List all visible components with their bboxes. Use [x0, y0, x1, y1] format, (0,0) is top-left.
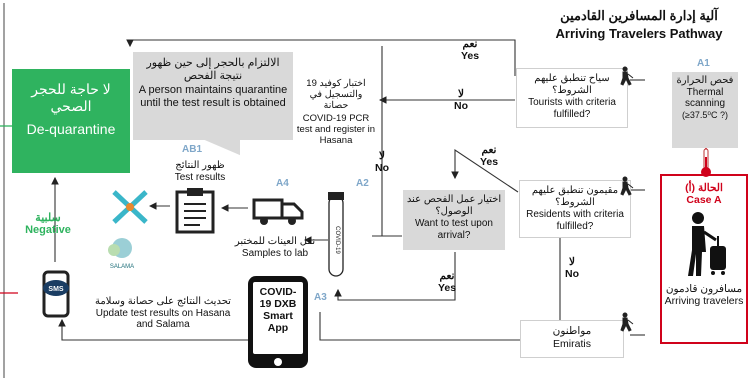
step-a2: A2: [356, 178, 369, 189]
quarantine-arabic: الالتزام بالحجر إلى حين ظهور نتيجة الفحص: [146, 57, 280, 82]
hasana-logo-icon: [112, 190, 148, 224]
case-a-english: Case A: [686, 194, 722, 206]
step-a4: A4: [276, 178, 289, 189]
walking-traveler-icon: [620, 176, 634, 196]
test-on-arrival-arabic: اختيار عمل الفحص عند الوصول؟: [406, 194, 502, 217]
walking-traveler-icon: [620, 66, 634, 86]
emiratis-arabic: مواطنون: [552, 325, 592, 337]
step-a1: A1: [697, 58, 710, 69]
test-tube-icon: COVID-19: [328, 192, 344, 277]
quarantine-callout: الالتزام بالحجر إلى حين ظهور نتيجة الفحص…: [133, 52, 293, 140]
arriving-arabic: مسافرون قادمون: [665, 283, 743, 295]
sms-phone-icon: SMS: [42, 270, 70, 318]
salama-text: SALAMA: [110, 264, 134, 270]
thermal-arabic: فحص الحرارة: [676, 75, 734, 86]
step-a3: A3: [314, 292, 327, 303]
emiratis-english: Emiratis: [553, 338, 591, 350]
thermal-english: Thermal scanning: [684, 86, 726, 110]
tourists-arabic: سياح تنطبق عليهم الشروط؟: [534, 73, 610, 96]
pcr-arabic: اختبار كوفيد 19 والتسجيل في حصانة: [306, 78, 366, 111]
phone-home-button: [274, 358, 282, 366]
tourists-yes-path: [126, 39, 516, 76]
case-a-arabic: الحالة (أ): [685, 182, 723, 194]
clipboard-icon: [175, 188, 215, 234]
title-arabic: آلية إدارة المسافرين القادمين: [560, 8, 718, 23]
thermal-box: فحص الحرارة Thermal scanning (≥37.5⁰C ?): [672, 72, 738, 148]
salama-logo-icon: SALAMA: [108, 238, 134, 270]
walking-traveler-icon: [620, 312, 634, 332]
callout-tail: [200, 138, 240, 156]
traveler-with-luggage-icon: [688, 212, 726, 276]
arriving-english: Arriving travelers: [664, 295, 744, 307]
step-ab1: AB1: [182, 144, 203, 155]
thermal-detail: (≥37.5⁰C ?): [681, 109, 729, 120]
delivery-truck-icon: [252, 198, 304, 225]
residents-box: مقيمون تنطبق عليهم الشروط؟ Residents wit…: [519, 180, 631, 238]
dequarantine-arabic: لا حاجة للحجر الصحي: [31, 81, 111, 114]
pcr-english: COVID-19 PCR test and register in Hasana: [296, 113, 376, 146]
test-tube-label: COVID-19: [334, 226, 340, 254]
pcr-test-box: اختبار كوفيد 19 والتسجيل في حصانة COVID-…: [296, 78, 376, 178]
test-on-arrival-english: Want to test upon arrival?: [414, 218, 493, 241]
tourists-english: Tourists with criteria fulfilled?: [528, 97, 616, 120]
test-yes-path: [334, 252, 456, 301]
residents-arabic: مقيمون تنطبق عليهم الشروط؟: [531, 185, 619, 208]
center-vertical-path: [381, 46, 402, 237]
title-english: Arriving Travelers Pathway: [555, 26, 723, 41]
case-a-box: الحالة (أ) Case A مسافرون قادمون Arrivin…: [660, 174, 748, 344]
residents-yes-path: [451, 148, 519, 193]
dequarantine-box: لا حاجة للحجر الصحي De-quarantine: [12, 69, 130, 173]
dequarantine-english: De-quarantine: [26, 121, 116, 137]
residents-english: Residents with criteria fulfilled?: [526, 209, 624, 232]
test-on-arrival-box: اختيار عمل الفحص عند الوصول؟ Want to tes…: [403, 190, 505, 250]
sms-text: SMS: [48, 286, 64, 293]
tourists-box: سياح تنطبق عليهم الشروط؟ Tourists with c…: [516, 68, 628, 128]
quarantine-english: A person maintains quarantine until the …: [138, 84, 288, 109]
emiratis-box: مواطنون Emiratis: [520, 320, 624, 358]
